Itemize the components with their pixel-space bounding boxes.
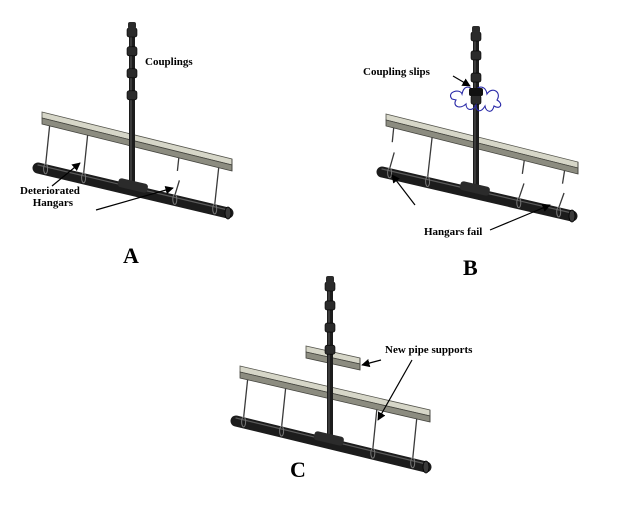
label-deteriorated-line1: Deteriorated (20, 185, 80, 197)
panel-a-riser-coupling-3 (126, 90, 138, 101)
panel-a-riser-coupling-0 (126, 27, 138, 38)
panel-a-hanger-2-lower (174, 180, 181, 196)
panel-b-hanger-1 (426, 137, 433, 178)
panel-b-riser-coupling-2 (470, 72, 482, 83)
panel-b-arrow-fail-1 (391, 174, 416, 206)
panel-c-riser (327, 282, 333, 440)
panel-b-hanger-2-ring (516, 197, 522, 209)
panel-b-slip-effect (450, 86, 502, 112)
panel-a-hanger-1-ring (81, 172, 87, 184)
panel-b-hanger-0-upper (391, 127, 395, 143)
panel-c-beam-top (239, 365, 431, 417)
panel-a-riser-coupling-1 (126, 46, 138, 57)
panel-a-hanger-0-ring (43, 163, 49, 175)
panel-c-riser-coupling-1 (324, 300, 336, 311)
label-deteriorated-line2: Hangars (32, 197, 74, 209)
panel-b-tee (459, 181, 490, 196)
panel-a-hanger-2-ring (172, 193, 178, 205)
panel-c-riser-coupling-0 (324, 281, 336, 292)
panel-c-hanger-0 (242, 379, 249, 418)
panel-a-arrow-2 (95, 186, 174, 211)
panel-a-riser-coupling-2 (126, 68, 138, 79)
label-new-pipe-supports: New pipe supports (385, 344, 473, 356)
panel-b-slipped-coupling (469, 88, 483, 96)
panel-a-riser-top-cap (128, 22, 136, 29)
panel-b-beam-top (385, 113, 579, 169)
panel-b-hanger-3-upper (561, 170, 566, 184)
panel-c-hanger-3-ring (410, 457, 416, 469)
panel-c-hanger-1-ring (279, 425, 285, 437)
panel-b-hanger-2-lower (518, 183, 525, 199)
panel-c-arrow-hanger (377, 359, 413, 421)
panel-a-tee (117, 178, 148, 193)
label-hangars-fail: Hangars fail (424, 226, 483, 238)
panel-b-riser (473, 32, 479, 190)
panel-b-hanger-3-ring (556, 206, 562, 218)
panel-a-riser (129, 28, 135, 185)
panel-c-illustration (230, 276, 432, 474)
panel-c-tee (313, 431, 344, 446)
panel-c-pipe (230, 415, 432, 473)
panel-c-hanger-0-ring (241, 416, 247, 428)
panel-a-hanger-0 (44, 125, 51, 165)
panel-b-illustration (376, 26, 579, 231)
panel-b-riser-top-cap (472, 26, 480, 33)
panel-b-riser-coupling-3 (470, 94, 482, 105)
panel-c-arrow-support (361, 359, 382, 368)
panel-letter-a: A (123, 243, 139, 268)
panel-c-hanger-2-ring (370, 447, 376, 459)
panel-a-hanger-2-upper (176, 157, 180, 172)
panel-b-hanger-2-upper (521, 160, 525, 174)
panel-b-hanger-0-lower (388, 152, 395, 169)
label-coupling-slips: Coupling slips (363, 66, 430, 78)
panel-b-riser-coupling-0 (470, 31, 482, 42)
panel-b-hanger-3-lower (558, 192, 565, 209)
panel-a-illustration (32, 22, 234, 220)
panel-b-arrow-slip (452, 75, 471, 87)
panel-b-hanger-1-ring (425, 176, 431, 188)
panel-c-hanger-1 (280, 388, 287, 428)
panel-a-beam-top (41, 111, 233, 166)
panel-c-riser-top-cap (326, 276, 334, 283)
panel-a-hanger-3-ring (212, 203, 218, 215)
panel-b-pipe-end-cap (568, 209, 576, 223)
panel-c-riser-coupling-2 (324, 322, 336, 333)
panel-a-pipe (32, 162, 234, 219)
panel-b-riser-coupling-1 (470, 50, 482, 61)
panel-a-hanger-1 (82, 135, 89, 174)
panel-b-beam-front (385, 119, 579, 175)
panel-letter-c: C (290, 457, 306, 482)
panel-a-hanger-3 (214, 167, 220, 205)
panel-c-hanger-2 (372, 409, 378, 450)
panel-a-pipe-end-cap (224, 206, 232, 220)
panel-b-hanger-0-ring (387, 167, 393, 179)
panel-b-arrow-fail-2 (489, 204, 551, 231)
panel-letter-b: B (463, 255, 478, 280)
panel-c-hanger-3 (412, 418, 418, 459)
label-deteriorated-hangers: Deteriorated Hangars (20, 185, 80, 209)
panel-c-pipe-end-cap (422, 460, 430, 474)
label-couplings: Couplings (145, 56, 193, 68)
panel-a-arrow-1 (51, 162, 81, 187)
panel-c-riser-coupling-3 (324, 344, 336, 355)
panel-a-beam-front (41, 117, 233, 172)
